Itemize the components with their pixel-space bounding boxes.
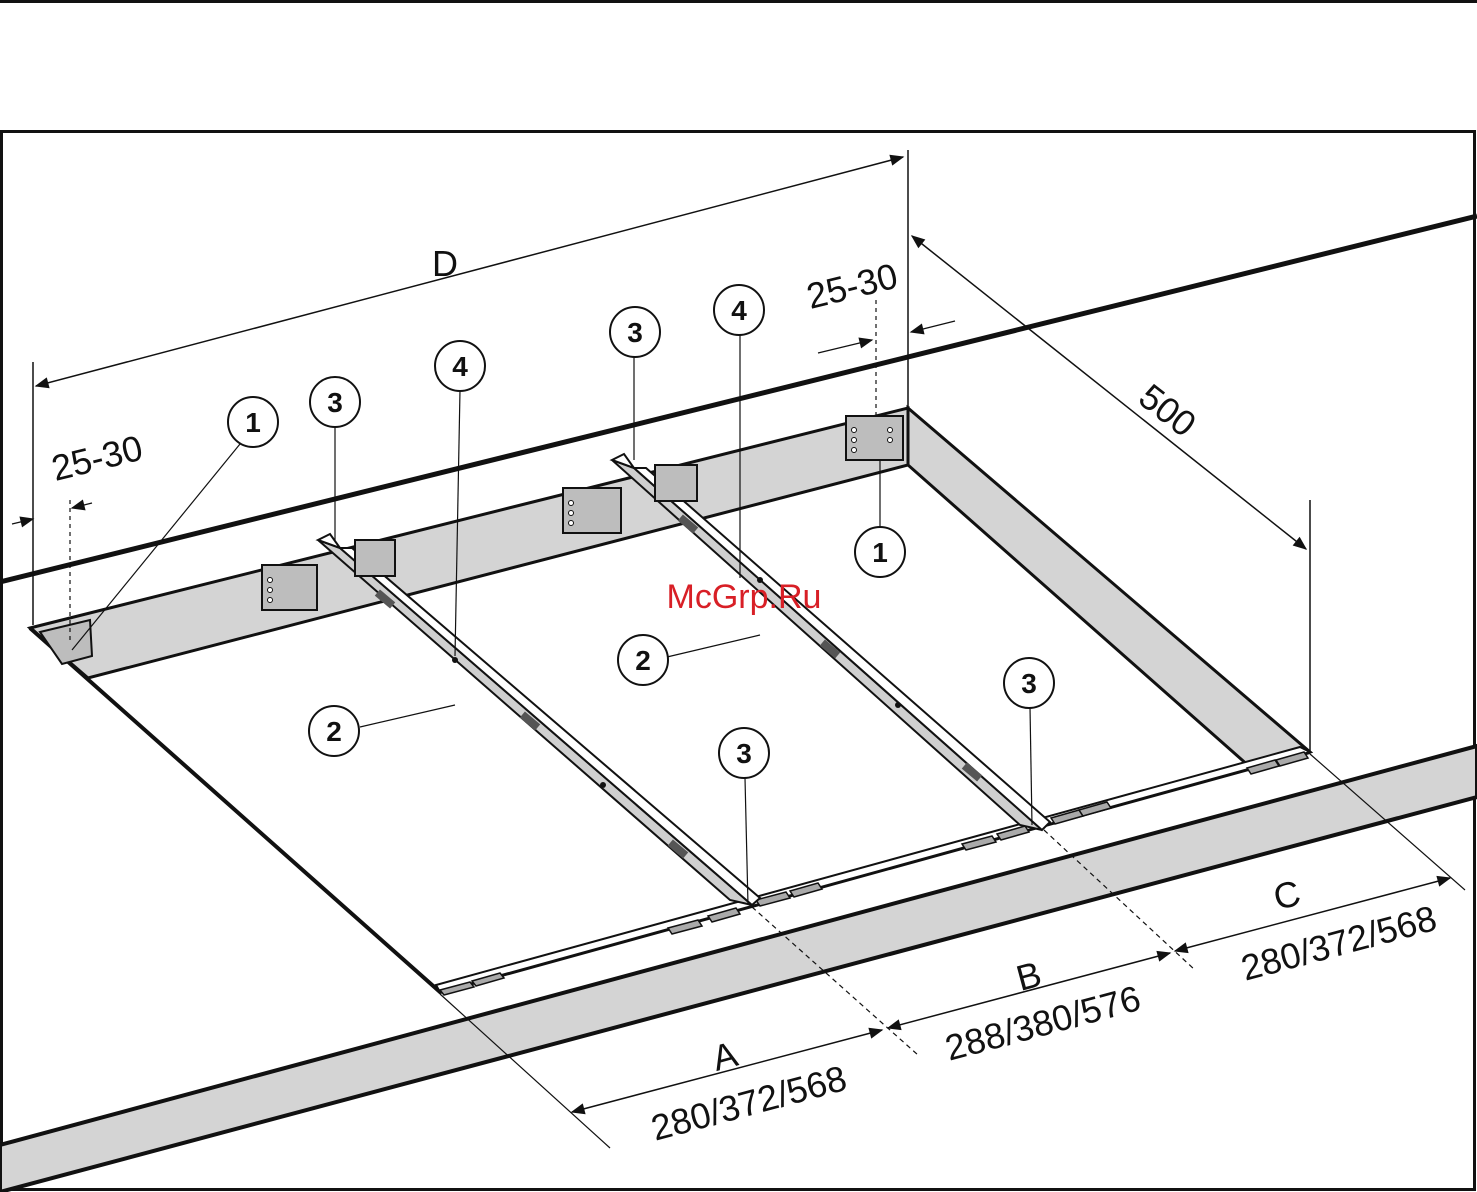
svg-text:4: 4 xyxy=(452,351,468,382)
svg-text:1: 1 xyxy=(872,537,888,568)
wall-top-edge xyxy=(0,216,1477,582)
label-c-values: 280/372/568 xyxy=(1237,897,1441,988)
label-depth: 500 xyxy=(1131,376,1204,445)
callout-4-right: 4 xyxy=(714,285,764,335)
label-b: B xyxy=(1012,953,1046,999)
callout-3-top-left: 3 xyxy=(310,377,360,427)
callout-2-right: 2 xyxy=(618,635,668,685)
callout-3-bottom-right: 3 xyxy=(1004,658,1054,708)
dimension-gap-right: 25-30 xyxy=(802,255,955,416)
label-gap-right: 25-30 xyxy=(802,255,901,317)
svg-text:4: 4 xyxy=(731,295,747,326)
callout-4-left: 4 xyxy=(435,341,485,391)
svg-text:1: 1 xyxy=(245,407,261,438)
svg-text:3: 3 xyxy=(327,387,343,418)
label-d: D xyxy=(432,243,458,284)
bracket-left-back xyxy=(355,540,395,576)
svg-text:3: 3 xyxy=(736,738,752,769)
label-a: A xyxy=(708,1033,742,1079)
cutout-right-panel xyxy=(908,408,1310,767)
callout-1-right: 1 xyxy=(855,527,905,577)
callout-3-bottom-mid: 3 xyxy=(719,728,769,778)
callout-3-top-right: 3 xyxy=(610,307,660,357)
label-a-values: 280/372/568 xyxy=(647,1057,851,1148)
label-gap-left: 25-30 xyxy=(47,427,146,489)
watermark: McGrp.Ru xyxy=(667,578,822,616)
dimension-b: B 288/380/576 xyxy=(888,953,1170,1069)
bracket-right xyxy=(846,416,903,460)
svg-text:3: 3 xyxy=(627,317,643,348)
bracket-left-mid xyxy=(262,565,317,610)
dimension-c: C 280/372/568 xyxy=(1175,872,1450,989)
dimension-a: A 280/372/568 xyxy=(572,1030,882,1149)
cutout-outline xyxy=(30,628,1310,992)
svg-text:2: 2 xyxy=(326,716,342,747)
label-c: C xyxy=(1269,872,1305,918)
callout-1-left: 1 xyxy=(228,397,278,447)
cutout-back-inner-edge xyxy=(88,465,908,678)
bracket-mid-back xyxy=(655,465,697,501)
svg-text:3: 3 xyxy=(1021,668,1037,699)
svg-text:2: 2 xyxy=(635,645,651,676)
bracket-mid xyxy=(563,488,621,533)
callout-2-left: 2 xyxy=(309,706,359,756)
